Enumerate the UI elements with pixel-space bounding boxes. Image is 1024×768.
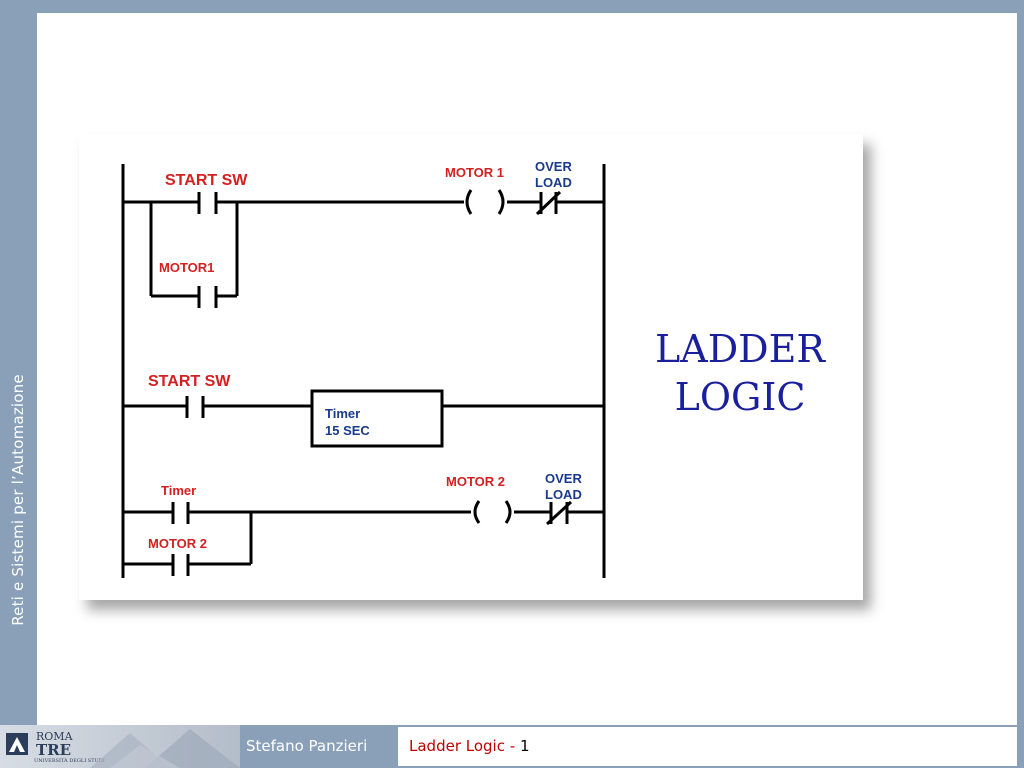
ladder-labels: START SW MOTOR1 MOTOR 1 OVER LOAD START …: [148, 159, 582, 551]
rung1-coil-right: [497, 189, 505, 215]
ladder-diagram: START SW MOTOR1 MOTOR 1 OVER LOAD START …: [79, 134, 863, 600]
rung3-contact-label: Timer: [161, 483, 196, 498]
page-indicator-box: [398, 727, 1017, 766]
timer-label-2: 15 SEC: [325, 423, 370, 438]
logo-university: UNIVERSITÀ DEGLI STUDI: [34, 758, 105, 764]
timer-block: [310, 389, 444, 448]
building-decoration: [90, 729, 240, 768]
author-name: Stefano Panzieri: [246, 737, 368, 755]
rung3-coil-label: MOTOR 2: [446, 474, 505, 489]
rung3-overload-label-2: LOAD: [545, 487, 582, 502]
page-separator: -: [509, 737, 516, 755]
ladder-diagram-svg: START SW MOTOR1 MOTOR 1 OVER LOAD START …: [121, 159, 606, 578]
rung1-coil-left: [465, 189, 473, 215]
rung3-coil-right: [504, 500, 512, 524]
rung1-overload-slash: [535, 190, 562, 216]
rung3-coil-left: [473, 500, 481, 524]
page-indicator: Ladder Logic - 1: [409, 737, 530, 755]
rung1-contact-label: START SW: [165, 172, 248, 189]
timer-label-1: Timer: [325, 406, 360, 421]
roma-tre-logo-icon: [6, 733, 28, 755]
rung3-overload-slash: [545, 500, 573, 526]
logo-tre: TRE: [36, 741, 72, 759]
side-title-bar: Reti e Sistemi per l’Automazione: [0, 0, 37, 725]
rung2-contact-label: START SW: [148, 373, 231, 390]
rung3-overload-label-1: OVER: [545, 471, 582, 486]
ladder-wires: [121, 164, 606, 578]
slide-title-line2: LOGIC: [674, 375, 806, 419]
rung1-parallel-label: MOTOR1: [159, 260, 214, 275]
university-logo: ROMA TRE UNIVERSITÀ DEGLI STUDI: [0, 725, 240, 768]
logo-text: ROMA TRE UNIVERSITÀ DEGLI STUDI: [4, 727, 105, 766]
page-number: 1: [519, 737, 530, 755]
slide-title-line1: LADDER: [655, 327, 825, 371]
logo-roma: ROMA: [36, 730, 73, 743]
rung1-overload-label-2: LOAD: [535, 175, 572, 190]
rung1-overload-label-1: OVER: [535, 159, 572, 174]
course-title: Reti e Sistemi per l’Automazione: [9, 374, 27, 626]
rung3-parallel-label: MOTOR 2: [148, 536, 207, 551]
slide-title: LADDER LOGIC: [640, 325, 840, 421]
page-topic: Ladder Logic: [409, 737, 505, 755]
rung1-coil-label: MOTOR 1: [445, 165, 504, 180]
